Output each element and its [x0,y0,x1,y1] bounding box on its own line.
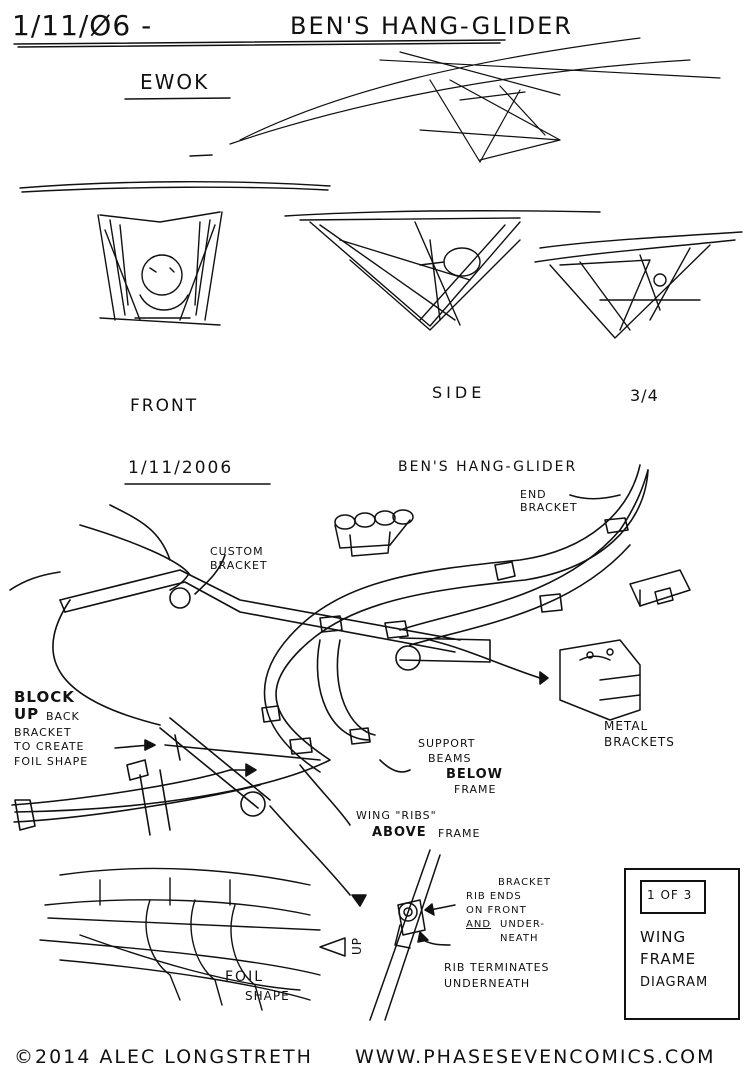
label-foil: FOIL [225,969,265,985]
up-arrow [319,937,346,957]
label-foil-shape: FOIL SHAPE [14,755,89,768]
foil-shape-sketch [39,867,321,1011]
label-frame-above: FRAME [438,827,481,840]
diagram-title: BEN'S HANG-GLIDER [398,459,578,475]
label-bracket-rib-and: AND [466,919,492,930]
label-bracket-rib-3: ON FRONT [466,905,527,916]
label-beams: BEAMS [428,752,472,765]
label-support: SUPPORT [418,737,476,750]
view-label-side: SIDE [432,383,486,402]
label-below: BELOW [446,767,503,782]
header-underline [13,39,506,157]
label-bracket: BRACKET [14,726,72,739]
glider-3-4-view [534,231,743,339]
label-end-bracket: END BRACKET [520,488,578,514]
page-box-line3: DIAGRAM [640,975,709,990]
page-box-line1: WING [640,928,687,946]
label-back: BACK [46,710,80,723]
metal-brackets-parts [559,569,691,721]
label-bracket-rib-2: RIB ENDS [466,891,522,902]
header-date: 1/11/Ø6 - [12,9,153,42]
label-above: ABOVE [372,825,427,840]
label-up-arrow: UP [350,936,365,956]
view-label-three-quarter: 3/4 [630,386,659,405]
label-bracket-rib-1: BRACKET [498,877,552,888]
label-underneath: UNDERNEATH [444,977,531,990]
view-label-front: FRONT [130,396,199,416]
page-count-box [640,880,706,914]
label-custom-bracket: CUSTOM BRACKET [210,545,268,572]
page-info-box [624,868,740,1020]
label-bracket-rib-under: UNDER- [500,919,545,930]
label-brackets: BRACKETS [604,735,675,749]
label-bracket-rib-neath: NEATH [500,933,539,944]
label-up: UP [14,705,40,723]
rib-detail-sketch [369,849,456,1021]
label-rib-terminates: RIB TERMINATES [444,961,550,974]
label-block: BLOCK [14,688,75,706]
header-title: BEN'S HANG-GLIDER [290,12,573,40]
label-wing-ribs: WING "RIBS" [356,809,437,822]
diagram-date: 1/11/2006 [128,458,234,478]
wing-frame [9,464,649,907]
page-box-line2: FRAME [640,950,697,968]
page-count: 1 OF 3 [647,888,693,902]
custom-bracket-part [334,509,414,557]
glider-side-view [284,210,601,331]
header-subtitle: EWOK [140,70,210,94]
label-to-create: TO CREATE [14,740,85,753]
label-shape: SHAPE [245,989,290,1003]
glider-front-view [19,181,331,326]
glider-sketch-top [229,37,721,163]
page-footer: ©2014 ALEC LONGSTRETH WWW.PHASESEVENCOMI… [0,1036,750,1076]
footer-url[interactable]: WWW.PHASESEVENCOMICS.COM [355,1046,716,1068]
footer-copyright: ©2014 ALEC LONGSTRETH [14,1046,313,1068]
label-frame-below: FRAME [454,783,497,796]
label-metal: METAL [604,719,649,733]
